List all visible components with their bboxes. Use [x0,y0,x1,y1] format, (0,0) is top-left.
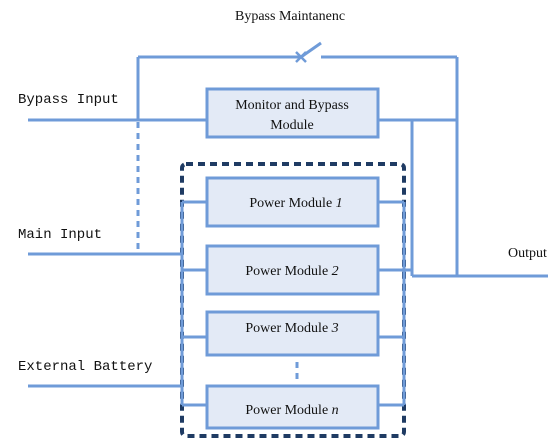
power-module-3 [205,310,380,357]
monitor-bypass-module-line2: Module [270,118,314,133]
power-module-3-label: Power Module 3 [245,321,338,336]
bypass-maintenance-label: Bypass Maintanenc [235,9,345,24]
bypass-input-label: Bypass Input [18,92,119,108]
power-module-1 [205,176,380,228]
power-module-1-label: Power Module 1 [249,196,342,211]
main-input-label: Main Input [18,227,102,243]
power-module-n-label: Power Module n [245,403,338,418]
output-label: Output [508,246,547,261]
power-module-n [205,384,380,430]
bypass-maintenance-switch-icon [284,41,330,64]
external-battery-label: External Battery [18,359,152,375]
monitor-bypass-module [205,87,380,139]
power-module-2-label: Power Module 2 [245,264,338,279]
monitor-bypass-module-line1: Monitor and Bypass [235,98,349,113]
